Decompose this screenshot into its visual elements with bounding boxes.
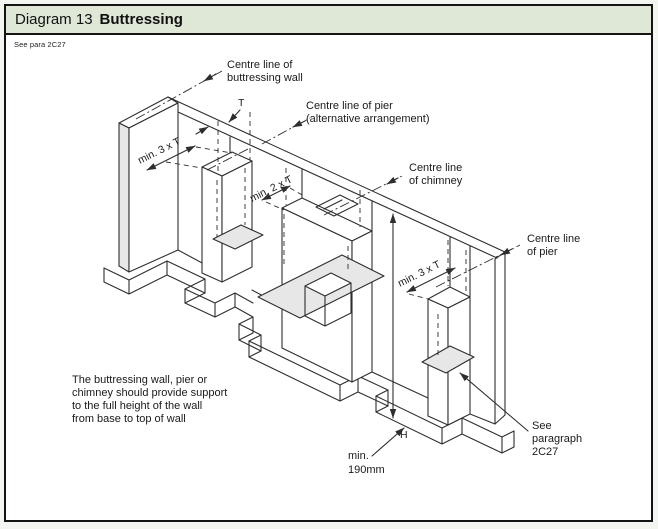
note-line4: from base to top of wall [72,413,186,425]
chimney [257,168,385,383]
see-paragraph-label-line3: 2C27 [532,446,558,458]
centre-buttressing-label-line1: Centre line of [227,59,293,71]
buttressing-wall [118,96,179,273]
centre-buttressing-label-line2: buttressing wall [227,72,303,84]
note-line3: to the full height of the wall [72,400,202,412]
pier-left [201,112,264,283]
centre-pier-alt-label-line1: Centre line of pier [306,100,393,112]
buttressing-isometric-diagram: Centre line of buttressing wall Centre l… [72,59,582,476]
centre-chimney-label-line1: Centre line [409,162,462,174]
base-plinth [103,260,515,454]
centre-chimney-label-line2: of chimney [409,175,463,187]
base-min-label-line2: 190mm [348,464,385,476]
see-paragraph-label-line2: paragraph [532,433,582,445]
note-text: The buttressing wall, pier or chimney sh… [72,374,227,425]
pier-right-section [421,345,475,374]
diagram-title: Buttressing [99,11,183,28]
chimney-dim-label: min. 2 x T [248,173,295,204]
base-min-label-line1: min. [348,450,369,462]
pier-left-section [212,224,264,250]
see-paragraph-leader [459,372,529,432]
diagram-number: Diagram 13 [15,11,93,28]
dimension-lines [146,109,529,457]
height-dim-label: H [400,429,408,441]
wall-thickness-dim-label: T [238,97,245,109]
centre-pier-alt-label-line2: (alternative arrangement) [306,113,430,125]
pier-right-dim-label: min. 3 x T [396,258,443,289]
centre-pier-label-line1: Centre line [527,233,580,245]
centre-lines [135,70,521,288]
pier-right [421,240,475,426]
base-min-leader [371,427,405,457]
diagram-panel: Diagram 13 Buttressing See para 2C27 [4,4,653,522]
note-line2: chimney should provide support [72,387,227,399]
note-line1: The buttressing wall, pier or [72,374,207,386]
see-paragraph-label-line1: See [532,420,552,432]
centre-pier-label-line2: of pier [527,246,558,258]
diagram-header: Diagram 13 Buttressing [6,6,651,35]
see-para-reference: See para 2C27 [14,40,66,49]
